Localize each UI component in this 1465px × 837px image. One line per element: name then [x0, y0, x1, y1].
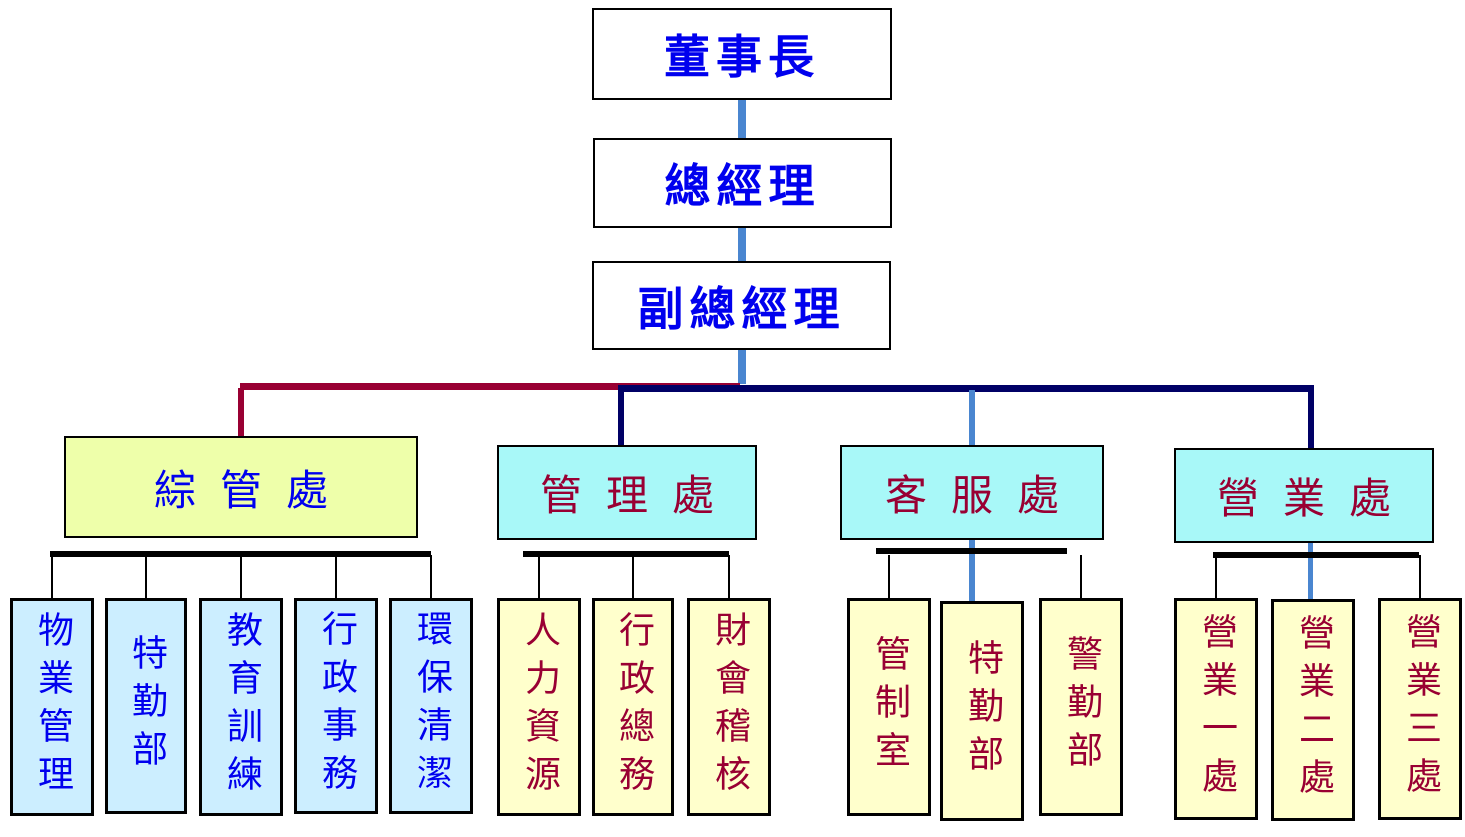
chairman-box[interactable]: 董事長 — [592, 8, 892, 100]
department-box[interactable]: 教育訓練 — [199, 598, 283, 816]
left-branch-line — [240, 383, 740, 390]
left-branch-line — [238, 388, 244, 438]
connector-line — [738, 348, 746, 384]
department-box[interactable]: 特勤部 — [105, 598, 187, 814]
leaf-drop-line — [1080, 555, 1082, 598]
leaf-drop-line — [145, 555, 147, 598]
leaf-drop-line — [538, 555, 540, 598]
leaf-bar — [50, 551, 431, 557]
right-branch-line — [1308, 385, 1314, 449]
department-box[interactable]: 特勤部 — [940, 601, 1024, 821]
department-box[interactable]: 環保清潔 — [389, 598, 473, 814]
leaf-drop-line — [888, 555, 890, 598]
connector-line — [738, 226, 746, 262]
department-box[interactable]: 營業三處 — [1378, 598, 1462, 820]
leaf-bar — [523, 551, 729, 557]
connector-line — [1308, 540, 1313, 602]
general-manager-box[interactable]: 總經理 — [593, 138, 892, 228]
vice-general-manager-box[interactable]: 副總經理 — [592, 261, 891, 350]
division-box[interactable]: 客服處 — [840, 445, 1104, 540]
connector-line — [738, 98, 746, 140]
leaf-drop-line — [240, 555, 242, 598]
leaf-drop-line — [1215, 555, 1217, 598]
right-branch-line — [620, 385, 1314, 392]
department-box[interactable]: 行政總務 — [592, 598, 674, 816]
department-box[interactable]: 物業管理 — [10, 598, 94, 816]
department-box[interactable]: 營業二處 — [1271, 599, 1355, 821]
leaf-drop-line — [632, 555, 634, 598]
department-box[interactable]: 營業一處 — [1174, 598, 1258, 820]
department-box[interactable]: 行政事務 — [294, 598, 378, 814]
leaf-bar — [876, 548, 1067, 554]
division-box[interactable]: 營業處 — [1174, 448, 1434, 543]
leaf-bar — [1213, 552, 1419, 558]
division-box[interactable]: 管理處 — [497, 445, 757, 540]
leaf-drop-line — [51, 555, 53, 598]
department-box[interactable]: 人力資源 — [497, 598, 581, 816]
department-box[interactable]: 警勤部 — [1039, 598, 1123, 816]
division-box[interactable]: 綜管處 — [64, 436, 418, 538]
leaf-drop-line — [335, 555, 337, 598]
leaf-drop-line — [430, 555, 432, 598]
department-box[interactable]: 財會稽核 — [687, 598, 771, 816]
leaf-drop-line — [728, 555, 730, 598]
leaf-drop-line — [1419, 555, 1421, 598]
right-branch-line — [618, 385, 624, 447]
department-box[interactable]: 管制室 — [847, 598, 931, 816]
